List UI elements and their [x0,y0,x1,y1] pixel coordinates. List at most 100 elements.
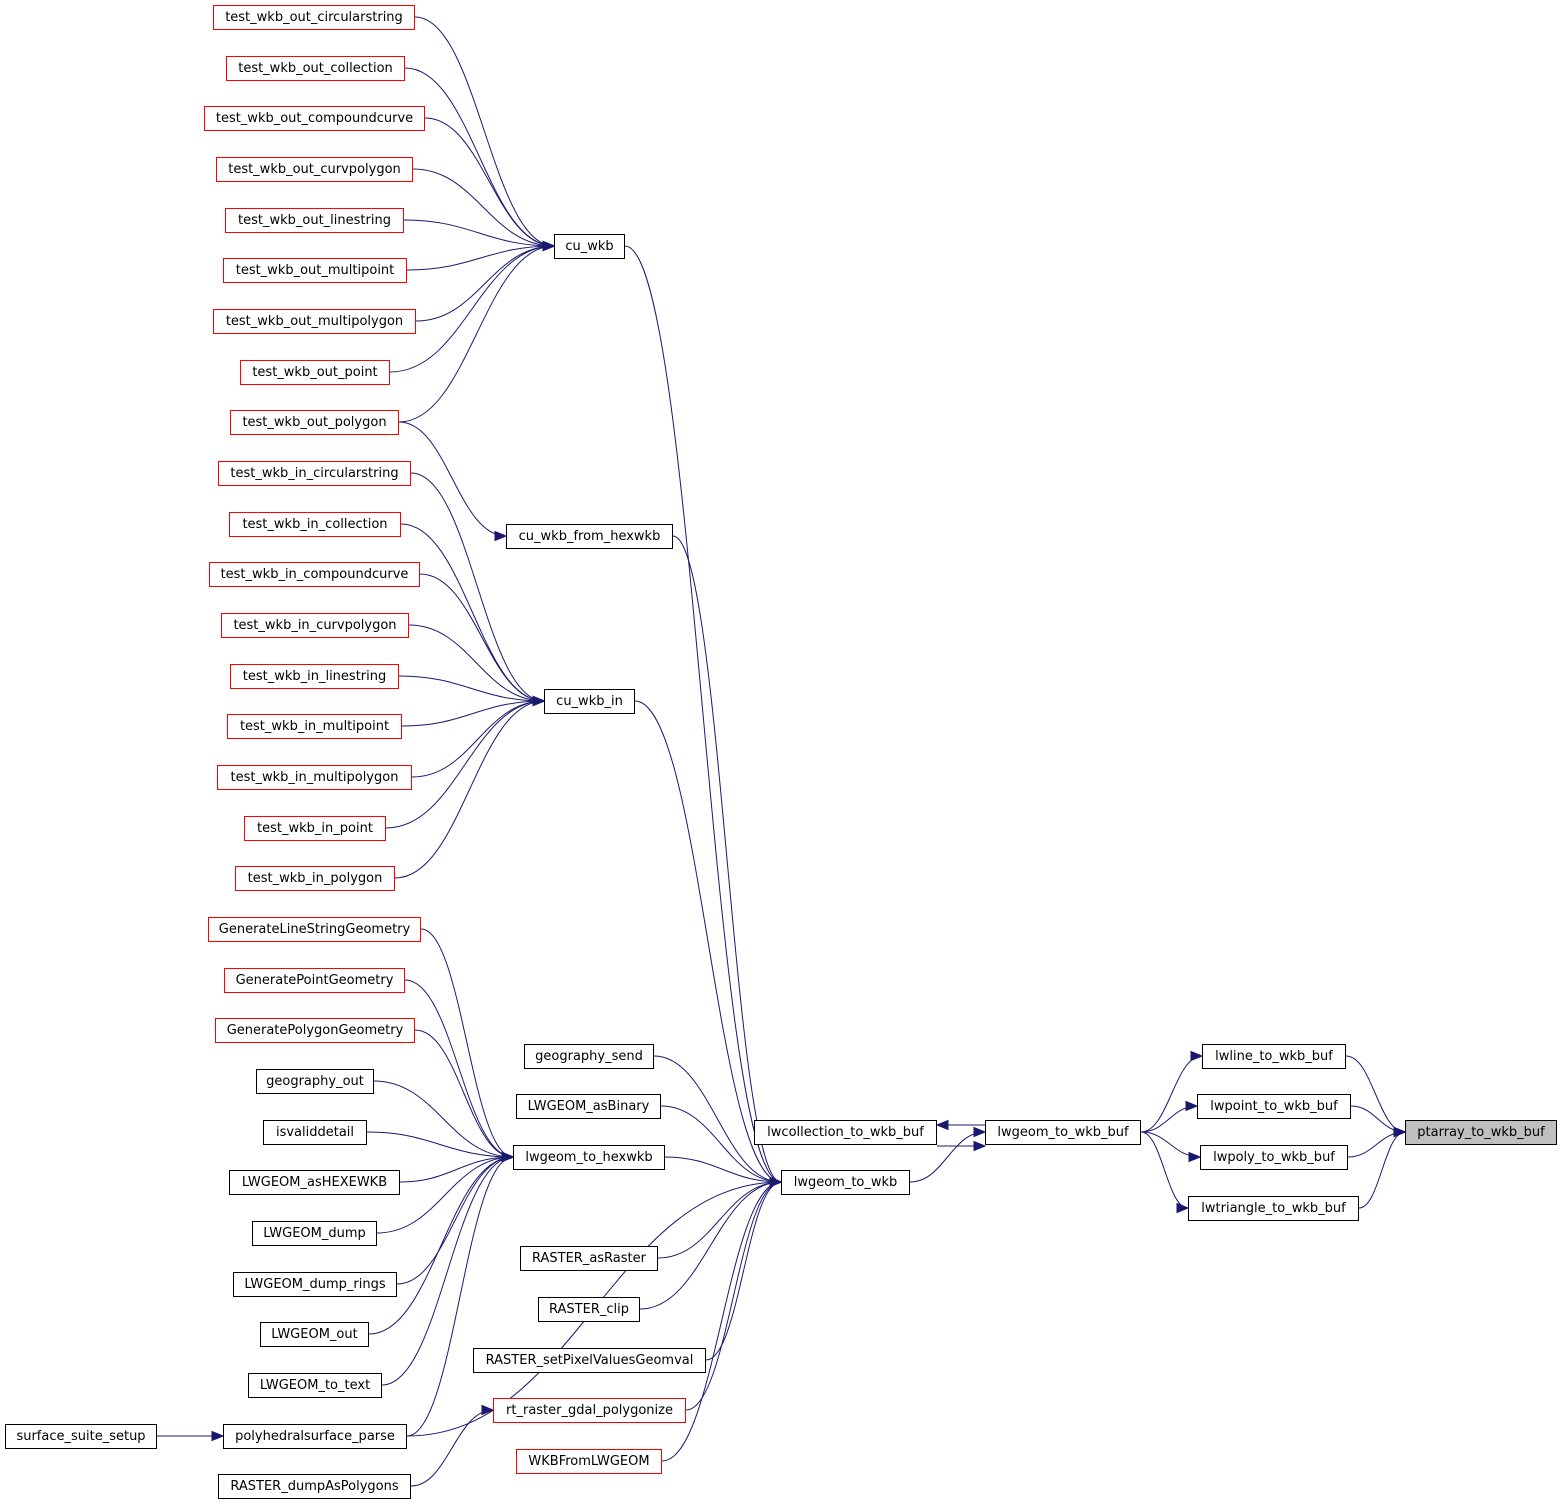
node-raster-clip[interactable]: RASTER_clip [538,1296,640,1322]
edge-polyhedralsurface_parse-to-lwgeom_to_hexwkb [406,1156,514,1437]
edge-LWGEOM_dump_rings-to-lwgeom_to_hexwkb [396,1156,514,1285]
node-test-wkb-out-circularstring[interactable]: test_wkb_out_circularstring [213,4,415,30]
node-test-wkb-out-multipolygon[interactable]: test_wkb_out_multipolygon [213,308,416,334]
node-generatepointgeometry[interactable]: GeneratePointGeometry [224,967,405,993]
node-cu-wkb[interactable]: cu_wkb [554,233,625,259]
node-lwcollection-to-wkb-buf[interactable]: lwcollection_to_wkb_buf [754,1119,937,1145]
node-wkbfromlwgeom[interactable]: WKBFromLWGEOM [516,1448,662,1474]
node-geography-out[interactable]: geography_out [256,1068,374,1094]
node-lwgeom-out[interactable]: LWGEOM_out [260,1321,369,1347]
arrowhead-cu_wkb_from_hexwkb [494,530,508,542]
node-lwgeom-to-hexwkb[interactable]: lwgeom_to_hexwkb [513,1144,665,1170]
edge-test_wkb_out_linestring-to-cu_wkb [403,219,555,247]
edge-LWGEOM_asHEXEWKB-to-lwgeom_to_hexwkb [399,1156,514,1183]
edge-LWGEOM_asBinary-to-lwgeom_to_wkb [660,1105,782,1183]
arrowhead-lwline_to_wkb_buf [1190,1050,1204,1062]
edge-test_wkb_out_collection-to-cu_wkb [404,67,555,247]
edge-GenerateLineStringGeometry-to-lwgeom_to_hexwkb [420,928,514,1158]
edge-WKBFromLWGEOM-to-lwgeom_to_wkb [661,1181,782,1462]
node-lwline-to-wkb-buf[interactable]: lwline_to_wkb_buf [1202,1043,1346,1069]
edge-GeneratePolygonGeometry-to-lwgeom_to_hexwkb [414,1029,514,1158]
node-test-wkb-out-multipoint[interactable]: test_wkb_out_multipoint [223,257,407,283]
node-raster-asraster[interactable]: RASTER_asRaster [520,1245,658,1271]
node-geography-send[interactable]: geography_send [524,1043,654,1069]
edge-cu_wkb_from_hexwkb-to-lwgeom_to_wkb [672,535,782,1183]
arrowhead-rt_raster_gdal_polygonize [481,1404,495,1416]
arrowhead-lwgeom_to_wkb [769,1176,783,1188]
node-isvaliddetail[interactable]: isvaliddetail [263,1119,367,1145]
node-test-wkb-in-polygon[interactable]: test_wkb_in_polygon [235,865,395,891]
arrowhead-cu_wkb_in [532,695,546,707]
edge-geography_out-to-lwgeom_to_hexwkb [373,1080,514,1158]
edge-test_wkb_in_collection-to-cu_wkb_in [400,523,545,702]
node-test-wkb-in-point[interactable]: test_wkb_in_point [244,815,386,841]
edge-test_wkb_in_curvpolygon-to-cu_wkb_in [408,624,545,702]
node-test-wkb-out-point[interactable]: test_wkb_out_point [240,359,390,385]
node-test-wkb-in-circularstring[interactable]: test_wkb_in_circularstring [218,460,411,486]
node-lwgeom-to-wkb-buf[interactable]: lwgeom_to_wkb_buf [985,1119,1141,1145]
edge-test_wkb_out_multipolygon-to-cu_wkb [415,245,555,322]
arrowhead-lwpoint_to_wkb_buf [1185,1100,1199,1112]
edge-test_wkb_out_point-to-cu_wkb [389,245,555,373]
edge-lwgeom_to_wkb_buf-to-lwline_to_wkb_buf [1140,1055,1203,1133]
edge-test_wkb_in_linestring-to-cu_wkb_in [398,675,545,702]
node-rt-raster-gdal-polygonize[interactable]: rt_raster_gdal_polygonize [493,1397,686,1423]
edge-RASTER_setPixelValuesGeomval-to-lwgeom_to_wkb [705,1181,782,1361]
node-ptarray-to-wkb-buf: ptarray_to_wkb_buf [1405,1119,1557,1145]
edge-LWGEOM_out-to-lwgeom_to_hexwkb [368,1156,514,1335]
edge-test_wkb_out_polygon-to-cu_wkb_from_hexwkb [398,421,507,537]
node-lwgeom-to-text[interactable]: LWGEOM_to_text [248,1372,382,1398]
edge-test_wkb_out_compoundcurve-to-cu_wkb [424,117,555,247]
edge-geography_send-to-lwgeom_to_wkb [653,1055,782,1183]
edge-test_wkb_in_multipoint-to-cu_wkb_in [401,700,545,727]
node-cu-wkb-from-hexwkb[interactable]: cu_wkb_from_hexwkb [506,523,673,549]
node-test-wkb-in-multipoint[interactable]: test_wkb_in_multipoint [227,713,402,739]
edge-RASTER_dumpAsPolygons-to-rt_raster_gdal_polygonize [410,1409,494,1487]
edge-test_wkb_in_polygon-to-cu_wkb_in [394,700,545,879]
node-lwgeom-dump-rings[interactable]: LWGEOM_dump_rings [233,1271,397,1297]
node-surface-suite-setup[interactable]: surface_suite_setup [5,1423,157,1449]
node-lwtriangle-to-wkb-buf[interactable]: lwtriangle_to_wkb_buf [1188,1195,1359,1221]
edge-LWGEOM_dump-to-lwgeom_to_hexwkb [376,1156,514,1234]
edge-RASTER_asRaster-to-lwgeom_to_wkb [657,1181,782,1259]
node-lwgeom-asbinary[interactable]: LWGEOM_asBinary [516,1093,661,1119]
node-test-wkb-in-curvpolygon[interactable]: test_wkb_in_curvpolygon [221,612,409,638]
edge-lwline_to_wkb_buf-to-ptarray_to_wkb_buf [1345,1055,1406,1133]
edge-lwgeom_to_hexwkb-to-lwgeom_to_wkb [664,1156,782,1183]
node-lwgeom-dump[interactable]: LWGEOM_dump [252,1220,377,1246]
edge-GeneratePointGeometry-to-lwgeom_to_hexwkb [404,979,514,1158]
node-polyhedralsurface-parse[interactable]: polyhedralsurface_parse [223,1423,407,1449]
node-test-wkb-out-compoundcurve[interactable]: test_wkb_out_compoundcurve [204,105,425,131]
edge-test_wkb_in_circularstring-to-cu_wkb_in [410,472,545,702]
arrowhead-lwgeom_to_hexwkb [501,1151,515,1163]
node-test-wkb-out-collection[interactable]: test_wkb_out_collection [226,55,405,81]
node-test-wkb-in-collection[interactable]: test_wkb_in_collection [229,511,401,537]
node-test-wkb-in-linestring[interactable]: test_wkb_in_linestring [230,663,399,689]
node-raster-setpixelvaluesgeomval[interactable]: RASTER_setPixelValuesGeomval [473,1347,706,1373]
arrowhead-lwgeom_to_wkb_buf [973,1140,987,1152]
node-lwgeom-ashexewkb[interactable]: LWGEOM_asHEXEWKB [229,1169,400,1195]
edge-rt_raster_gdal_polygonize-to-lwgeom_to_wkb [685,1181,782,1411]
node-test-wkb-in-multipolygon[interactable]: test_wkb_in_multipolygon [217,764,412,790]
node-test-wkb-out-polygon[interactable]: test_wkb_out_polygon [230,409,399,435]
node-test-wkb-in-compoundcurve[interactable]: test_wkb_in_compoundcurve [209,561,420,587]
node-raster-dumpaspolygons[interactable]: RASTER_dumpAsPolygons [218,1473,411,1499]
arrowhead-polyhedralsurface_parse [211,1430,225,1442]
edge-test_wkb_in_compoundcurve-to-cu_wkb_in [419,573,545,702]
node-generatepolygongeometry[interactable]: GeneratePolygonGeometry [215,1017,415,1043]
node-lwgeom-to-wkb[interactable]: lwgeom_to_wkb [781,1169,910,1195]
arrowhead-ptarray_to_wkb_buf [1393,1126,1407,1138]
arrowhead-lwgeom_to_wkb_buf [973,1126,987,1138]
node-test-wkb-out-curvpolygon[interactable]: test_wkb_out_curvpolygon [216,156,413,182]
node-cu-wkb-in[interactable]: cu_wkb_in [544,688,635,714]
edge-test_wkb_out_multipoint-to-cu_wkb [406,245,555,271]
edge-isvaliddetail-to-lwgeom_to_hexwkb [366,1131,514,1158]
node-lwpoly-to-wkb-buf[interactable]: lwpoly_to_wkb_buf [1200,1144,1348,1170]
edge-test_wkb_out_curvpolygon-to-cu_wkb [412,168,555,247]
node-lwpoint-to-wkb-buf[interactable]: lwpoint_to_wkb_buf [1197,1093,1351,1119]
node-test-wkb-out-linestring[interactable]: test_wkb_out_linestring [225,207,404,233]
edge-test_wkb_in_point-to-cu_wkb_in [385,700,545,829]
node-generatelinestringgeometry[interactable]: GenerateLineStringGeometry [208,916,421,942]
